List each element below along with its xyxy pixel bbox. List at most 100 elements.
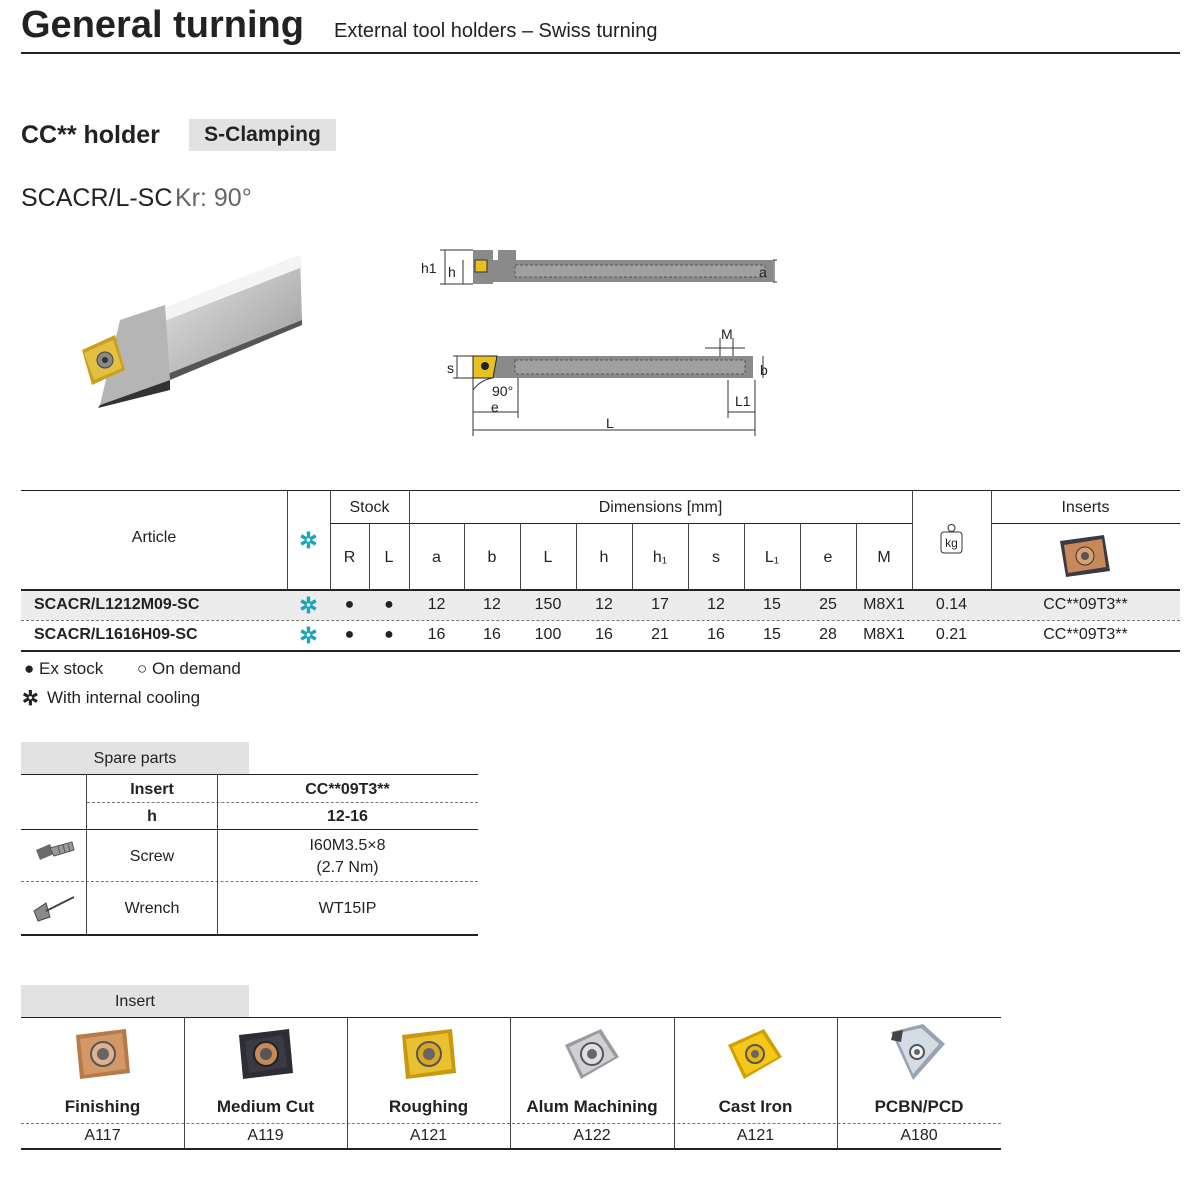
row-insert: CC**09T3** bbox=[1043, 626, 1128, 643]
row-stock-R: ● bbox=[344, 626, 355, 643]
header-divider bbox=[21, 52, 1180, 54]
header-dim-h: h bbox=[599, 549, 609, 566]
header-dim-h1: h₁ bbox=[652, 549, 668, 566]
vline bbox=[856, 523, 857, 590]
clamping-badge: S-Clamping bbox=[189, 119, 336, 151]
vline bbox=[576, 523, 577, 590]
insert-name-medium-cut: Medium Cut bbox=[216, 1097, 315, 1116]
dim-label-s: s bbox=[447, 360, 454, 376]
row-dim-e: 25 bbox=[819, 596, 837, 613]
vline bbox=[674, 1017, 675, 1148]
row-dim-b: 12 bbox=[483, 596, 501, 613]
header-dim-b: b bbox=[487, 549, 497, 566]
row-dim-L: 150 bbox=[534, 596, 562, 613]
header-stock: Stock bbox=[349, 499, 390, 516]
finishing-insert-image bbox=[76, 1029, 130, 1079]
insert-name-roughing: Roughing bbox=[388, 1097, 469, 1116]
vline bbox=[800, 523, 801, 590]
spare-dot-rule bbox=[21, 881, 478, 882]
insert-tab: Insert bbox=[21, 985, 249, 1017]
vline bbox=[330, 490, 331, 590]
spare-h-label: h bbox=[147, 808, 157, 825]
insert-bottom-rule bbox=[21, 1148, 1001, 1150]
technical-drawing bbox=[440, 249, 777, 436]
vline bbox=[632, 523, 633, 590]
insert-code-finishing: A117 bbox=[84, 1127, 121, 1144]
header-article: Article bbox=[131, 529, 177, 546]
header-stock-L: L bbox=[384, 549, 394, 566]
table-row-shade bbox=[21, 591, 1180, 620]
vline bbox=[520, 523, 521, 590]
dim-label-L1: L1 bbox=[735, 393, 751, 409]
spare-screw-label: Screw bbox=[129, 848, 175, 865]
table-row-article: SCACR/L1212M09-SC bbox=[34, 596, 200, 613]
row-dim-M: M8X1 bbox=[863, 596, 905, 613]
dim-label-h1: h1 bbox=[421, 260, 437, 276]
vline bbox=[184, 1017, 185, 1148]
vline bbox=[464, 523, 465, 590]
vline bbox=[510, 1017, 511, 1148]
legend-cooling-icon: ✲ bbox=[22, 688, 39, 710]
spare-top-rule bbox=[21, 774, 478, 775]
weight-icon bbox=[940, 523, 963, 554]
screw-icon bbox=[36, 841, 75, 860]
spare-h-value: 12-16 bbox=[327, 808, 368, 825]
header-dim-M: M bbox=[877, 549, 891, 566]
insert-code-roughing: A121 bbox=[409, 1127, 448, 1144]
dim-label-a: a bbox=[759, 264, 767, 280]
dim-label-e: e bbox=[491, 399, 499, 415]
row-dim-s: 16 bbox=[707, 626, 725, 643]
kr-angle: Kr: 90° bbox=[175, 184, 252, 212]
spare-insert-value: CC**09T3** bbox=[305, 781, 390, 798]
insert-code-pcbn-pcd: A180 bbox=[900, 1127, 938, 1144]
row-dim-M: M8X1 bbox=[863, 626, 905, 643]
row-dim-b: 16 bbox=[483, 626, 501, 643]
row-divider bbox=[21, 620, 1180, 621]
row-stock-L: ● bbox=[384, 626, 394, 643]
medium-cut-insert-image bbox=[239, 1029, 293, 1079]
spare-wrench-label: Wrench bbox=[124, 900, 180, 917]
pcbn-pcd-insert-image bbox=[891, 1024, 945, 1080]
vline bbox=[837, 1017, 838, 1148]
cast-iron-insert-image bbox=[728, 1029, 782, 1079]
spare-screw-value: I60M3.5×8 bbox=[309, 837, 386, 854]
row-stock-R: ● bbox=[344, 596, 355, 613]
insert-code-cast-iron: A121 bbox=[736, 1127, 775, 1144]
row-cooling-icon: ✲ bbox=[299, 623, 318, 648]
row-dim-h: 16 bbox=[595, 626, 613, 643]
vline bbox=[409, 490, 410, 590]
row-dim-L1: 15 bbox=[763, 626, 781, 643]
dim-label-angle: 90° bbox=[492, 383, 514, 399]
dim-label-h: h bbox=[448, 264, 456, 280]
spare-wrench-value: WT15IP bbox=[318, 900, 377, 917]
weight-icon-label: kg bbox=[945, 536, 958, 550]
model-name: SCACR/L-SC bbox=[21, 184, 173, 212]
vline bbox=[369, 523, 370, 590]
row-dim-h1: 17 bbox=[651, 596, 669, 613]
insert-name-pcbn-pcd: PCBN/PCD bbox=[874, 1097, 964, 1116]
vline bbox=[86, 774, 87, 935]
header-stock-R: R bbox=[343, 549, 356, 566]
insert-name-cast-iron: Cast Iron bbox=[718, 1097, 793, 1116]
vline bbox=[287, 490, 288, 590]
header-dim-s: s bbox=[712, 549, 720, 566]
spare-parts-tab: Spare parts bbox=[21, 742, 249, 774]
insert-code-medium-cut: A119 bbox=[247, 1127, 284, 1144]
table-sub-rule bbox=[330, 523, 912, 524]
spare-bottom-rule bbox=[21, 934, 478, 936]
insert-image-icon bbox=[1060, 535, 1110, 577]
dim-label-M: M bbox=[721, 326, 733, 342]
vline bbox=[688, 523, 689, 590]
vline bbox=[347, 1017, 348, 1148]
row-insert: CC**09T3** bbox=[1043, 596, 1128, 613]
spare-dot-rule bbox=[87, 802, 478, 803]
dim-label-b: b bbox=[760, 362, 768, 378]
table-top-rule bbox=[21, 490, 1180, 491]
header-inserts: Inserts bbox=[1061, 499, 1110, 516]
spare-insert-label: Insert bbox=[130, 781, 174, 798]
vline bbox=[912, 490, 913, 590]
insert-name-alum-machining: Alum Machining bbox=[526, 1097, 658, 1116]
header-dim-L1: L₁ bbox=[764, 549, 780, 566]
row-weight: 0.14 bbox=[935, 596, 968, 613]
row-weight: 0.21 bbox=[935, 626, 968, 643]
